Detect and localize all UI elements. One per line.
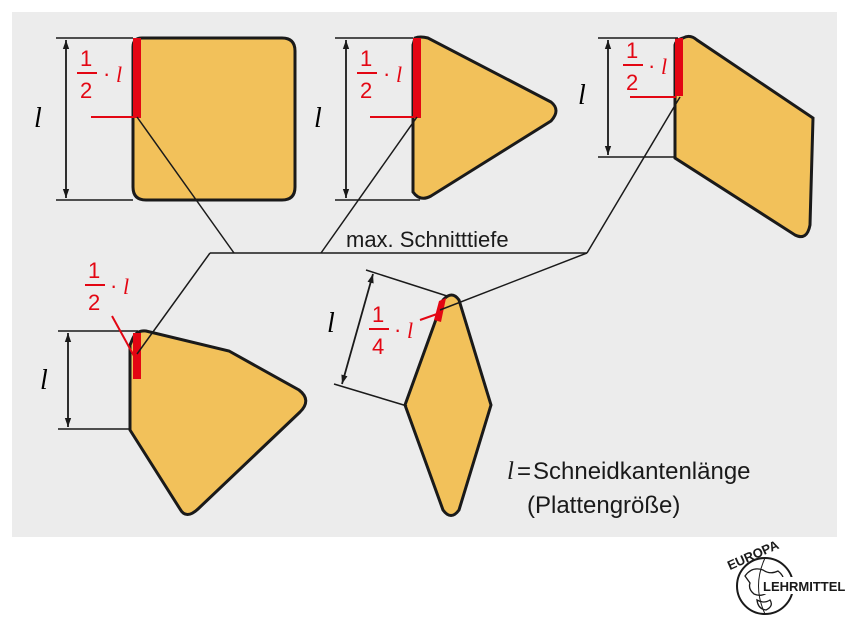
fraction-denominator: 2 — [88, 290, 100, 315]
length-label: l — [578, 80, 586, 111]
dot-symbol: · — [648, 53, 655, 78]
length-symbol: l — [116, 62, 122, 87]
cut-edge-parallelogram — [675, 38, 683, 96]
dot-symbol: · — [394, 317, 401, 342]
fraction-quarter: 1 4 · l — [369, 302, 413, 359]
publisher-logo: EUROPA LEHRMITTEL — [725, 537, 845, 615]
length-symbol: l — [407, 318, 413, 343]
legend-equals: = — [517, 458, 531, 485]
globe-meridian — [758, 557, 766, 615]
legend-note: (Plattengröße) — [527, 492, 680, 519]
dot-symbol: · — [103, 61, 110, 86]
leader-line — [111, 315, 135, 357]
dot-symbol: · — [383, 61, 390, 86]
max-depth-callout — [136, 96, 681, 355]
logo-band — [762, 577, 840, 594]
length-symbol: l — [396, 62, 402, 87]
fraction-half: 1 2 · l — [77, 46, 122, 103]
insert-parallelogram: l 1 2 · l — [578, 34, 815, 239]
fraction-half: 1 2 · l — [357, 46, 402, 103]
callout-leader — [136, 252, 211, 355]
fraction-denominator: 4 — [372, 334, 384, 359]
insert-trigon-body — [128, 329, 308, 516]
length-label: l — [34, 103, 42, 134]
legend-term: Schneidkantenlänge — [533, 458, 751, 485]
length-symbol: l — [661, 54, 667, 79]
logo-bottom-text: LEHRMITTEL — [763, 579, 845, 594]
length-label: l — [314, 103, 322, 134]
fraction-numerator: 1 — [360, 46, 372, 71]
insert-rhombus-body — [403, 293, 493, 517]
callout-leader — [439, 252, 588, 311]
insert-triangle: l 1 2 · l — [314, 35, 558, 201]
callout-leader — [586, 96, 681, 254]
max-depth-label: max. Schnitttiefe — [346, 227, 509, 252]
insert-square-body — [131, 36, 297, 202]
length-label: l — [40, 365, 48, 396]
fraction-denominator: 2 — [80, 78, 92, 103]
insert-triangle-body — [411, 35, 558, 200]
fraction-numerator: 1 — [626, 38, 638, 63]
fraction-half: 1 2 · l — [85, 258, 129, 315]
leader-line — [419, 313, 438, 321]
insert-trigon: l 1 2 · l — [40, 258, 308, 516]
extension-line — [333, 383, 408, 407]
extension-line — [365, 269, 448, 297]
fraction-numerator: 1 — [80, 46, 92, 71]
length-label: l — [327, 308, 335, 339]
dot-symbol: · — [110, 273, 117, 298]
insert-square: l 1 2 · l — [34, 36, 297, 202]
fraction-denominator: 2 — [360, 78, 372, 103]
cut-edge-trigon — [133, 333, 141, 379]
callout-leader — [136, 116, 235, 254]
fraction-numerator: 1 — [372, 302, 384, 327]
legend-symbol: l — [507, 458, 514, 485]
cut-edge-triangle — [413, 38, 421, 118]
length-symbol: l — [123, 274, 129, 299]
cut-edge-square — [133, 38, 141, 118]
legend: l = Schneidkantenlänge (Plattengröße) — [507, 458, 751, 519]
fraction-half: 1 2 · l — [623, 38, 667, 95]
callout-leader — [320, 116, 418, 254]
insert-rhombus: l 1 4 · l — [327, 269, 493, 517]
dimension-arrow-l — [341, 273, 374, 385]
fraction-denominator: 2 — [626, 70, 638, 95]
fraction-numerator: 1 — [88, 258, 100, 283]
